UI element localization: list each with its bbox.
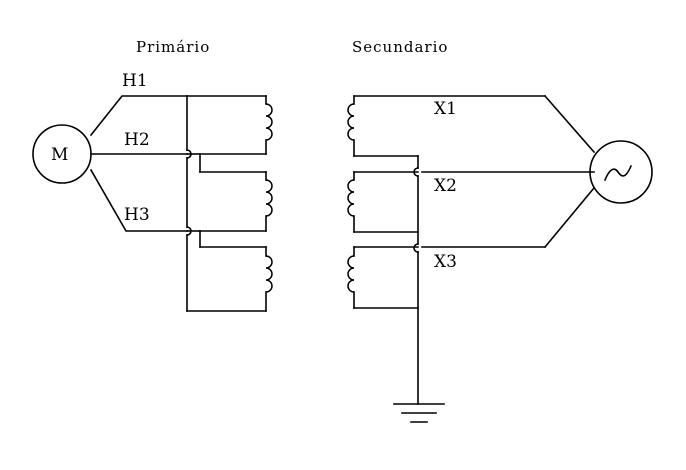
x1-label: X1 bbox=[434, 99, 457, 119]
primary-bus bbox=[186, 95, 267, 312]
h1-label: H1 bbox=[122, 71, 148, 91]
secondary-header: Secundario bbox=[352, 38, 448, 56]
ground-icon bbox=[393, 403, 445, 423]
ac-source-icon bbox=[589, 140, 653, 204]
motor-symbol: M bbox=[51, 145, 68, 165]
primary-coil-1 bbox=[265, 95, 273, 155]
h3-label: H3 bbox=[124, 205, 150, 225]
motor-leads bbox=[89, 95, 188, 232]
primary-coil-3 bbox=[265, 246, 273, 312]
x3-label: X3 bbox=[434, 252, 457, 272]
primary-coil-2 bbox=[265, 171, 273, 232]
x2-label: X2 bbox=[434, 176, 457, 196]
h2-label: H2 bbox=[124, 130, 150, 150]
primary-header: Primário bbox=[136, 38, 210, 56]
secondary-bus bbox=[353, 94, 596, 405]
secondary-coil-3 bbox=[347, 246, 355, 309]
motor-icon: M bbox=[32, 124, 92, 184]
secondary-coil-2 bbox=[347, 171, 355, 233]
secondary-coil-1 bbox=[347, 95, 355, 157]
